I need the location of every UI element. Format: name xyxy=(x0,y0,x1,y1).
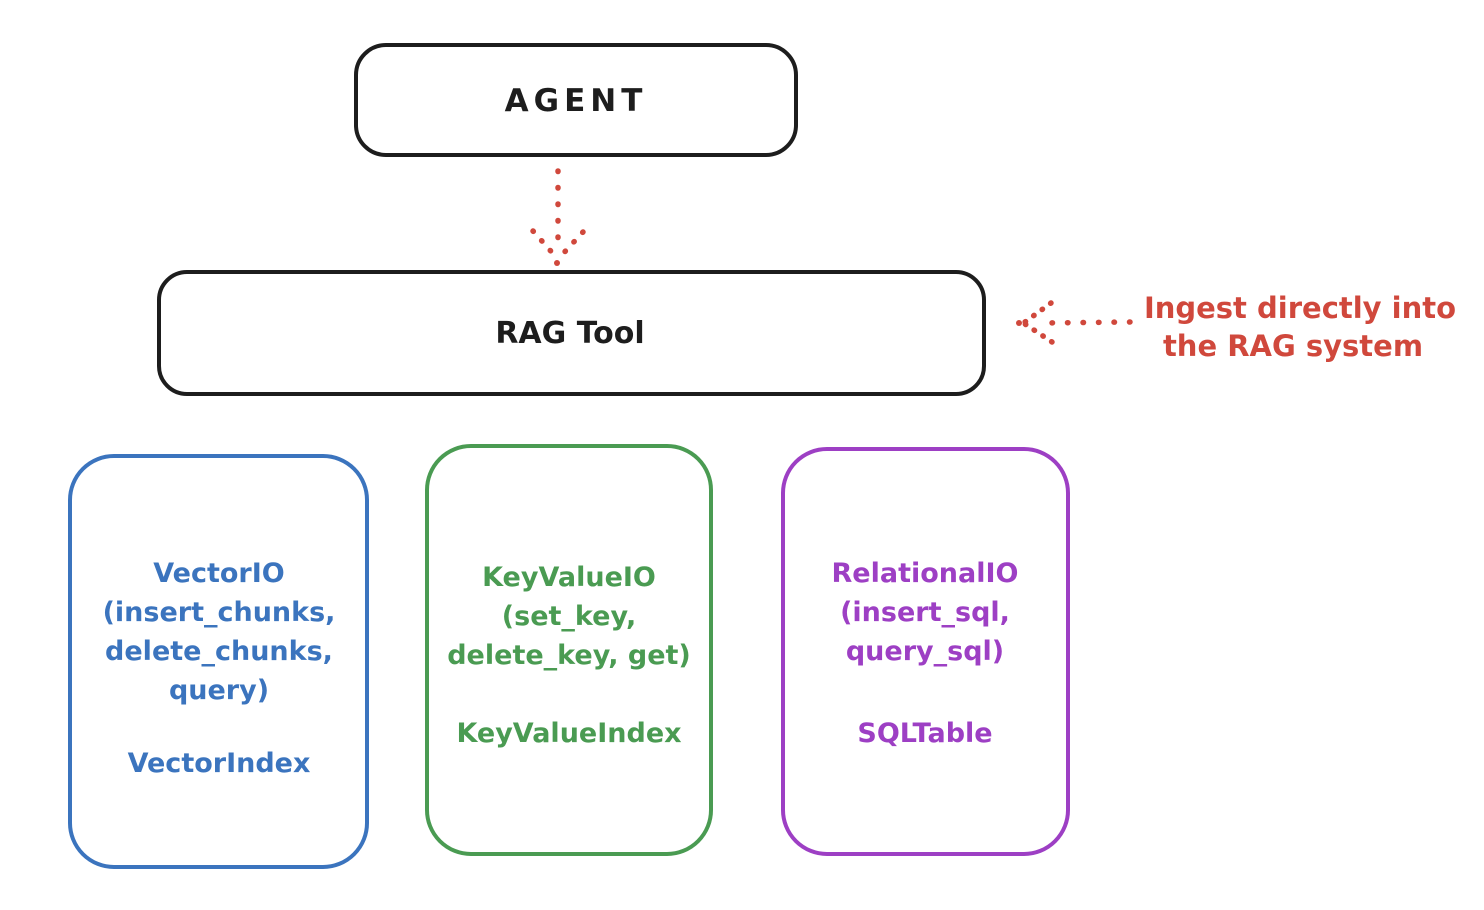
annotation-line-1: Ingest directly into xyxy=(1144,291,1456,325)
arrow-tip-dot xyxy=(1016,320,1022,326)
rag-tool-box xyxy=(157,270,986,396)
arrow-tip-dot xyxy=(554,260,560,266)
vector-io-line: delete_chunks, xyxy=(105,636,333,667)
key-value-io-line: delete_key, get) xyxy=(447,640,691,671)
key-value-io-line: (set_key, xyxy=(502,601,636,632)
arrow-wing-bottom xyxy=(1022,321,1055,345)
agent-node: AGENT xyxy=(354,43,798,157)
key-value-io-box xyxy=(425,444,713,856)
sql-table-label: SQLTable xyxy=(857,718,992,749)
agent-label: AGENT xyxy=(505,83,648,119)
vector-io-box xyxy=(68,454,369,869)
arrow-shaft xyxy=(1037,319,1133,326)
key-value-index-label: KeyValueIndex xyxy=(456,718,681,749)
vector-io-line: VectorIO xyxy=(153,558,285,589)
arrow-wing-top xyxy=(1022,300,1054,325)
vector-index-label: VectorIndex xyxy=(128,748,311,779)
key-value-io-line: KeyValueIO xyxy=(482,562,656,593)
relational-io-line: query_sql) xyxy=(846,636,1004,667)
vector-io-line: query) xyxy=(169,675,269,706)
key-value-io-node: KeyValueIO (set_key, delete_key, get) Ke… xyxy=(425,444,713,856)
arrow-wing-left xyxy=(530,228,559,260)
vector-io-node: VectorIO (insert_chunks, delete_chunks, … xyxy=(68,454,369,869)
vector-io-line: (insert_chunks, xyxy=(103,597,336,628)
relational-io-node: RelationalIO (insert_sql, query_sql) SQL… xyxy=(781,447,1070,856)
arrow-wing-right xyxy=(557,229,586,260)
rag-tool-node: RAG Tool xyxy=(157,270,986,396)
dotted-arrow-left-icon xyxy=(1016,300,1133,345)
rag-tool-label: RAG Tool xyxy=(495,316,644,351)
relational-io-line: (insert_sql, xyxy=(840,597,1010,628)
dotted-arrow-down-icon xyxy=(530,168,586,266)
ingest-annotation: Ingest directly into the RAG system xyxy=(1016,291,1456,363)
relational-io-line: RelationalIO xyxy=(832,558,1019,589)
agent-box xyxy=(354,43,798,157)
relational-io-box xyxy=(781,447,1070,856)
annotation-line-2: the RAG system xyxy=(1163,329,1423,363)
